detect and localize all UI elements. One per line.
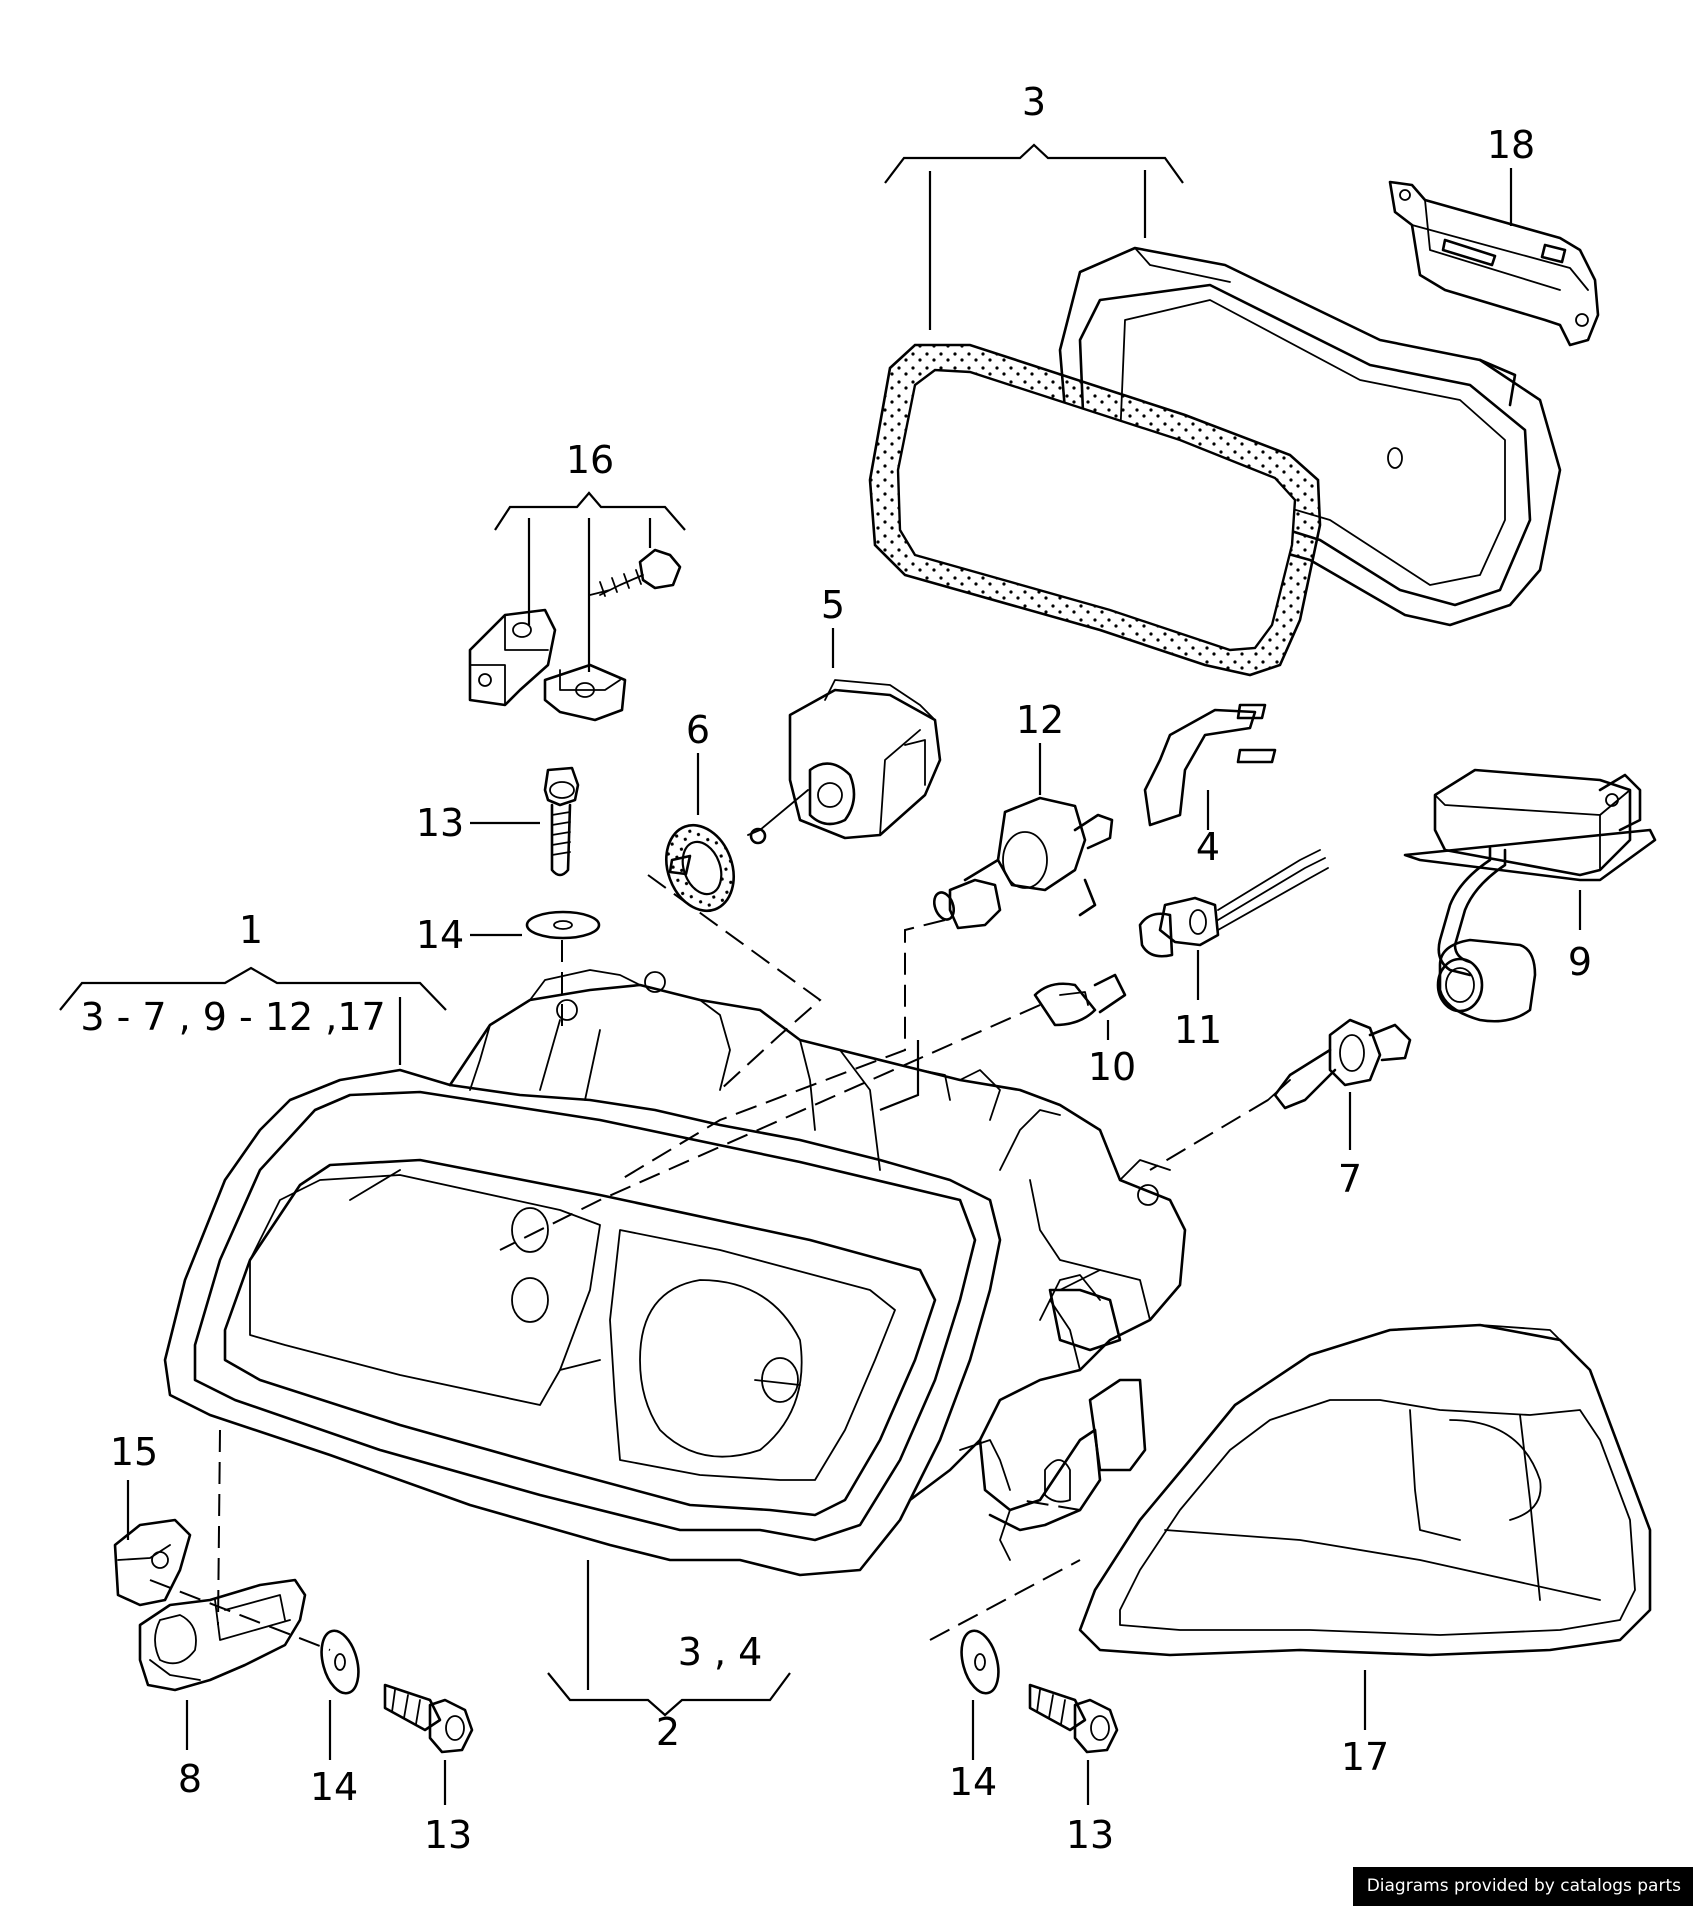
callout-14-top: 14 xyxy=(416,913,464,957)
part-13-screw-top xyxy=(543,766,580,877)
callout-2-sublabel: 3 , 4 xyxy=(678,1630,763,1674)
part-18-bracket xyxy=(1388,180,1600,347)
part-11-bulb-socket xyxy=(1138,849,1329,958)
callout-1: 1 xyxy=(239,908,263,952)
callout-11: 11 xyxy=(1174,1008,1222,1052)
callout-1-sublabel: 3 - 7 , 9 - 12 ,17 xyxy=(80,995,385,1039)
part-4-cover-clip xyxy=(1143,703,1277,827)
callout-15: 15 xyxy=(110,1430,158,1474)
callout-9: 9 xyxy=(1568,940,1592,984)
callout-17: 17 xyxy=(1341,1735,1389,1779)
callout-13-right: 13 xyxy=(1066,1813,1114,1857)
part-17-indicator-lens xyxy=(1078,1323,1652,1657)
callout-12: 12 xyxy=(1016,698,1064,742)
part-9-control-unit xyxy=(1403,768,1657,1023)
part-3-gasket xyxy=(868,343,1322,677)
leader-lines xyxy=(126,168,1582,1805)
callout-braces xyxy=(59,143,1184,1717)
callout-7: 7 xyxy=(1338,1157,1362,1201)
callout-labels: 3 18 16 5 6 12 4 13 14 9 11 10 7 1 3 - 7… xyxy=(80,80,1592,1857)
part-12-halogen-bulb xyxy=(932,796,1114,930)
callout-14-left: 14 xyxy=(310,1765,358,1809)
part-8-adjuster-bracket xyxy=(138,1578,307,1692)
part-13-screw-left xyxy=(383,1683,474,1754)
part-14-washer-top xyxy=(525,910,601,940)
callout-13-top: 13 xyxy=(416,801,464,845)
part-5-module xyxy=(747,679,942,845)
credit-banner: Diagrams provided by catalogs parts xyxy=(1352,1867,1693,1906)
callout-8: 8 xyxy=(178,1757,202,1801)
callout-16: 16 xyxy=(566,438,614,482)
callout-13-left: 13 xyxy=(424,1813,472,1857)
part-15-clip xyxy=(113,1518,192,1607)
callout-3: 3 xyxy=(1022,80,1046,124)
part-14-washer-right xyxy=(960,1629,1000,1695)
part-6-retaining-ring xyxy=(665,823,735,913)
part-1-headlight-assembly xyxy=(163,969,1187,1577)
callout-2: 2 xyxy=(656,1710,680,1754)
callout-4: 4 xyxy=(1196,825,1220,869)
part-10-wedge-bulb xyxy=(1033,973,1127,1027)
callout-10: 10 xyxy=(1088,1045,1136,1089)
assembly-lines xyxy=(149,874,1269,1651)
callout-14-right: 14 xyxy=(949,1760,997,1804)
part-14-washer-left xyxy=(320,1629,360,1695)
part-16-clips-and-screw xyxy=(468,548,682,722)
part-13-screw-right xyxy=(1028,1683,1119,1754)
callout-5: 5 xyxy=(821,583,845,627)
callout-18: 18 xyxy=(1487,123,1535,167)
callout-6: 6 xyxy=(686,708,710,752)
part-7-xenon-bulb xyxy=(1267,1018,1412,1110)
